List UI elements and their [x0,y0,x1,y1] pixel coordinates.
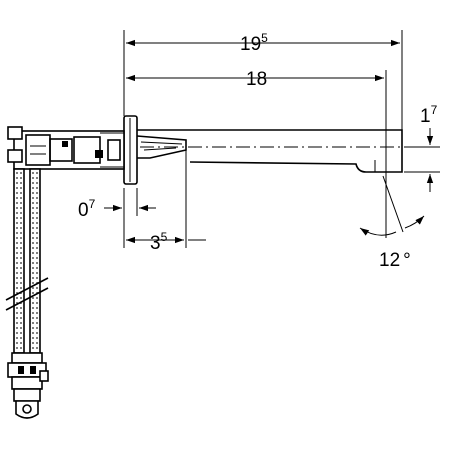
label-plate-thickness: 07 [78,197,96,221]
supply-hoses [5,168,49,354]
label-spout-length: 18 [246,69,267,90]
concealed-body [7,126,125,170]
label-overall-length: 195 [240,31,268,55]
label-projection: 35 [150,230,168,254]
spout [137,129,412,173]
dimension-angle [359,175,425,236]
hose-fittings [7,352,49,419]
lever-handle [136,135,187,159]
label-angle: 12° [379,250,411,271]
label-spout-height: 17 [420,103,438,127]
wall-plate [123,115,138,185]
